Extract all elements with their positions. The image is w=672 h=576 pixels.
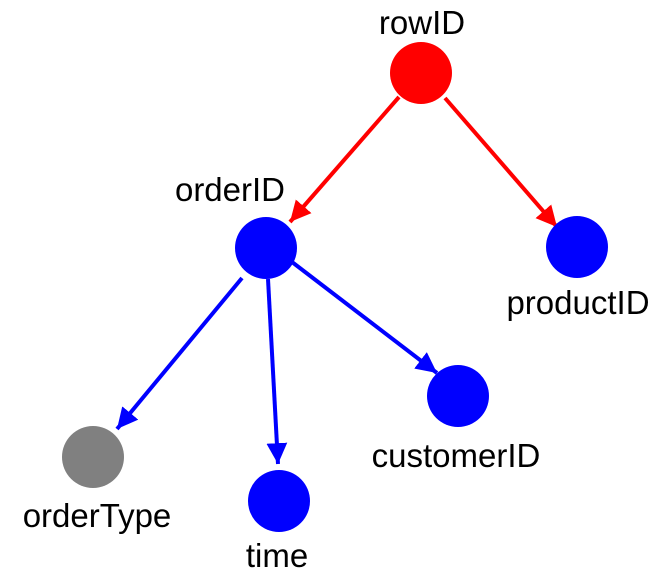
edge-layer	[115, 95, 559, 465]
node-rowid[interactable]	[390, 42, 452, 104]
node-label-rowid: rowID	[379, 4, 465, 41]
node-ordertype[interactable]	[62, 426, 124, 488]
edge-rowid-to-productid	[443, 96, 559, 229]
edge-orderid-to-time	[266, 278, 288, 465]
edge-orderid-to-ordertype	[115, 276, 244, 431]
node-label-ordertype: orderType	[23, 497, 172, 534]
node-productid[interactable]	[546, 216, 608, 278]
node-label-customerid: customerID	[372, 437, 541, 474]
label-layer: rowID orderID productID orderType time c…	[23, 4, 650, 574]
node-orderid[interactable]	[235, 217, 297, 279]
node-label-time: time	[246, 537, 308, 574]
node-label-orderid: orderID	[175, 171, 285, 208]
node-customerid[interactable]	[427, 365, 489, 427]
node-time[interactable]	[248, 470, 310, 532]
edge-orderid-to-customerid	[290, 260, 439, 375]
node-layer	[62, 42, 608, 532]
edge-rowid-to-orderid	[288, 95, 401, 224]
node-label-productid: productID	[506, 284, 649, 321]
